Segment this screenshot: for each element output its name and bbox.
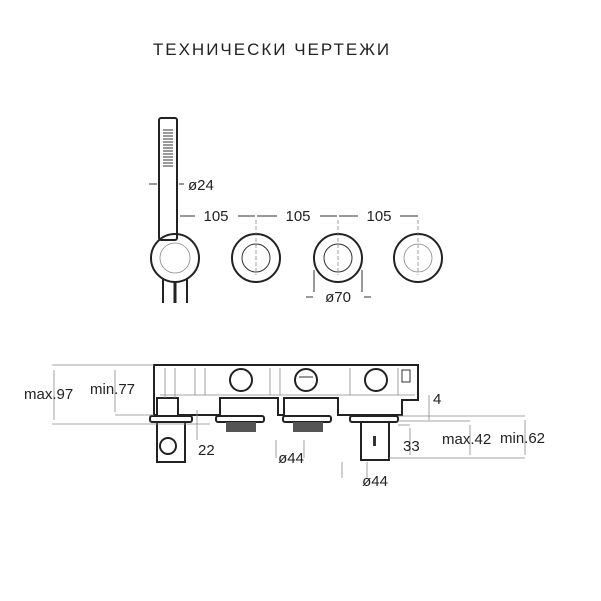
handshower-diameter-label: ø24 bbox=[188, 177, 214, 194]
spacing-label-3: 105 bbox=[366, 208, 391, 225]
thread-label: 22 bbox=[198, 442, 215, 459]
outlet-diameter-label: ø44 bbox=[278, 450, 304, 467]
top-view: ø24 105 105 105 ø70 bbox=[149, 117, 443, 306]
valve-body bbox=[153, 364, 419, 416]
max-depth-label: max.97 bbox=[24, 386, 73, 403]
min-depth-label: min.77 bbox=[90, 381, 135, 398]
side-view: max.97 min.77 22 ø44 4 33 max.42 min.62 … bbox=[24, 364, 545, 490]
spout-height-label: 33 bbox=[403, 438, 420, 455]
outlets bbox=[149, 415, 399, 463]
dimension-lines bbox=[149, 183, 418, 298]
spacing-label-2: 105 bbox=[285, 208, 310, 225]
min-projection-label: min.62 bbox=[500, 430, 545, 447]
rosette-diameter-label: ø70 bbox=[325, 289, 351, 306]
max-projection-label: max.42 bbox=[442, 431, 491, 448]
control-knobs bbox=[231, 220, 443, 283]
gap-label: 4 bbox=[433, 391, 441, 408]
dimension-lines bbox=[52, 364, 526, 478]
drawing-title: ТЕХНИЧЕСКИ ЧЕРТЕЖИ bbox=[153, 40, 391, 59]
spacing-label-1: 105 bbox=[203, 208, 228, 225]
handshower bbox=[150, 117, 200, 303]
spout-diameter-label: ø44 bbox=[362, 473, 388, 490]
